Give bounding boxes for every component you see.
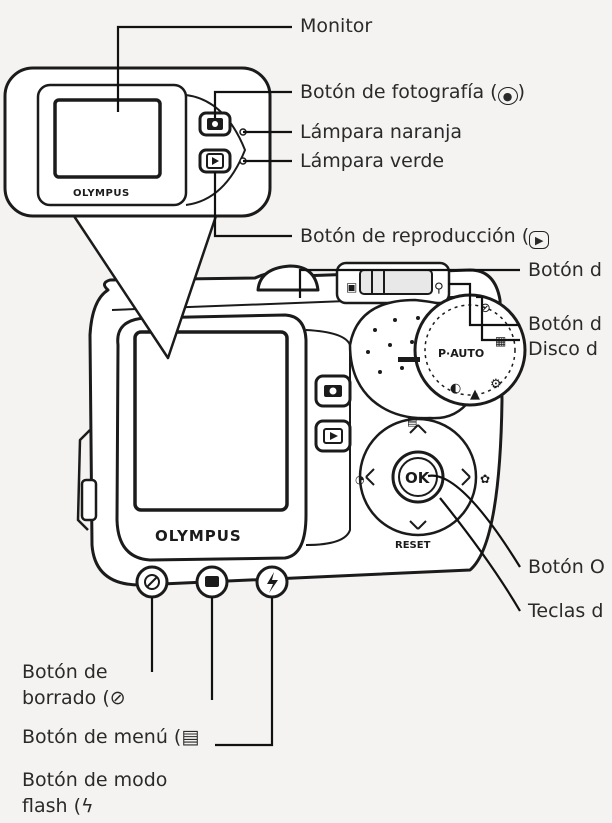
svg-text:◐: ◐ xyxy=(450,381,461,396)
erase-button xyxy=(135,565,169,599)
strap-lug xyxy=(80,478,98,522)
svg-text:⊘: ⊘ xyxy=(480,301,491,316)
svg-text:▤: ▤ xyxy=(407,415,417,428)
menu-button xyxy=(195,565,229,599)
svg-text:⚲: ⚲ xyxy=(434,281,444,296)
inset-monitor-screen xyxy=(53,98,162,179)
playback-icon: ▶ xyxy=(529,231,550,249)
label-playback-button: Botón de reproducción (▶ xyxy=(300,224,550,249)
ok-button xyxy=(391,450,445,504)
mode-dial: P·AUTO ⊘ ▦ ◐ ▲ ⚙ xyxy=(413,293,527,407)
label-shutter-button: Botón d xyxy=(528,259,602,281)
svg-text:⚙: ⚙ xyxy=(490,377,502,392)
inset-button-column xyxy=(185,94,246,206)
label-menu-button: Botón de menú (▤ xyxy=(22,726,200,748)
menu-icon: ▤ xyxy=(181,726,200,748)
label-zoom-button: Botón d xyxy=(528,313,602,335)
callout-lines xyxy=(116,25,521,747)
shutter-release xyxy=(256,264,320,292)
svg-text:✿: ✿ xyxy=(480,472,490,486)
label-flash-button-line1: Botón de modo xyxy=(22,769,168,791)
ok-button-text: OK xyxy=(405,469,431,487)
mode-dial-auto-mark: P·AUTO xyxy=(438,347,484,360)
label-green-lamp: Lámpara verde xyxy=(300,150,445,172)
label-erase-button-line2: borrado (⊘ xyxy=(22,687,126,709)
label-orange-lamp: Lámpara naranja xyxy=(300,121,463,143)
label-mode-dial: Disco d xyxy=(528,338,598,360)
inset-brand-logo: OLYMPUS xyxy=(73,188,130,199)
body-brand-logo: OLYMPUS xyxy=(155,527,242,545)
side-grip xyxy=(76,429,91,531)
label-ok-button: Botón O xyxy=(528,556,605,578)
svg-text:◔: ◔ xyxy=(355,473,365,486)
inset-pointer xyxy=(68,209,220,360)
dial-index-mark xyxy=(398,357,420,362)
label-flash-button-line2: flash (ϟ xyxy=(22,795,94,817)
label-monitor: Monitor xyxy=(300,15,373,37)
svg-text:▣: ▣ xyxy=(346,280,357,294)
monitor-screen xyxy=(133,330,289,512)
label-erase-button-line1: Botón de xyxy=(22,661,108,683)
flash-icon: ϟ xyxy=(81,795,94,817)
svg-text:▲: ▲ xyxy=(470,387,480,402)
reset-mark: RESET xyxy=(395,540,431,551)
label-arrow-keys: Teclas d xyxy=(528,600,604,622)
label-photo-button: Botón de fotografía (●) xyxy=(300,81,525,105)
flash-button xyxy=(255,565,289,599)
camera-icon: ● xyxy=(497,87,518,105)
erase-icon: ⊘ xyxy=(109,687,126,709)
